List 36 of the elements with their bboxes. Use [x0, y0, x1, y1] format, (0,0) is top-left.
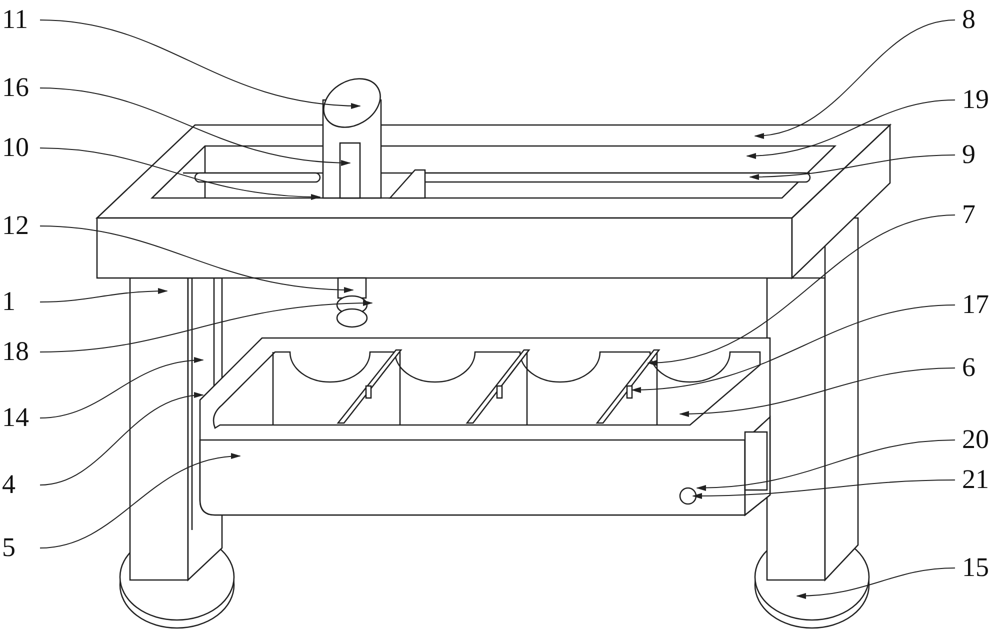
leader-line	[631, 304, 956, 393]
leader-line	[746, 100, 956, 159]
callout-number: 20	[962, 426, 989, 453]
callout-number: 15	[962, 554, 989, 581]
leader-line	[754, 20, 956, 138]
leader-line	[40, 300, 373, 352]
callout-number: 21	[962, 466, 989, 493]
callout-number: 10	[2, 134, 29, 161]
leader-line	[749, 154, 956, 180]
leader-line	[647, 214, 956, 366]
callout-number: 17	[962, 291, 989, 318]
callout-number: 4	[2, 471, 16, 498]
leader-line	[40, 358, 204, 418]
callout-number: 16	[2, 74, 29, 101]
callout-number: 11	[2, 6, 28, 33]
leader-line	[796, 568, 956, 599]
callout-number: 19	[962, 86, 989, 113]
callout-number: 8	[962, 6, 976, 33]
callout-number: 9	[962, 141, 976, 168]
leader-line	[696, 440, 956, 491]
leader-line	[40, 392, 204, 486]
callout-number: 5	[2, 534, 16, 561]
callout-number: 1	[2, 288, 16, 315]
leader-line	[40, 20, 361, 109]
leader-line	[40, 454, 241, 548]
leader-line	[40, 88, 351, 166]
leader-line	[40, 148, 321, 200]
callout-number: 7	[962, 201, 976, 228]
leader-line	[692, 480, 956, 499]
leader-line	[40, 226, 354, 293]
callout-number: 18	[2, 338, 29, 365]
leader-line	[679, 368, 956, 417]
callout-number: 12	[2, 212, 29, 239]
callout-number: 6	[962, 354, 976, 381]
callout-number: 14	[2, 404, 29, 431]
leader-line	[40, 288, 168, 302]
